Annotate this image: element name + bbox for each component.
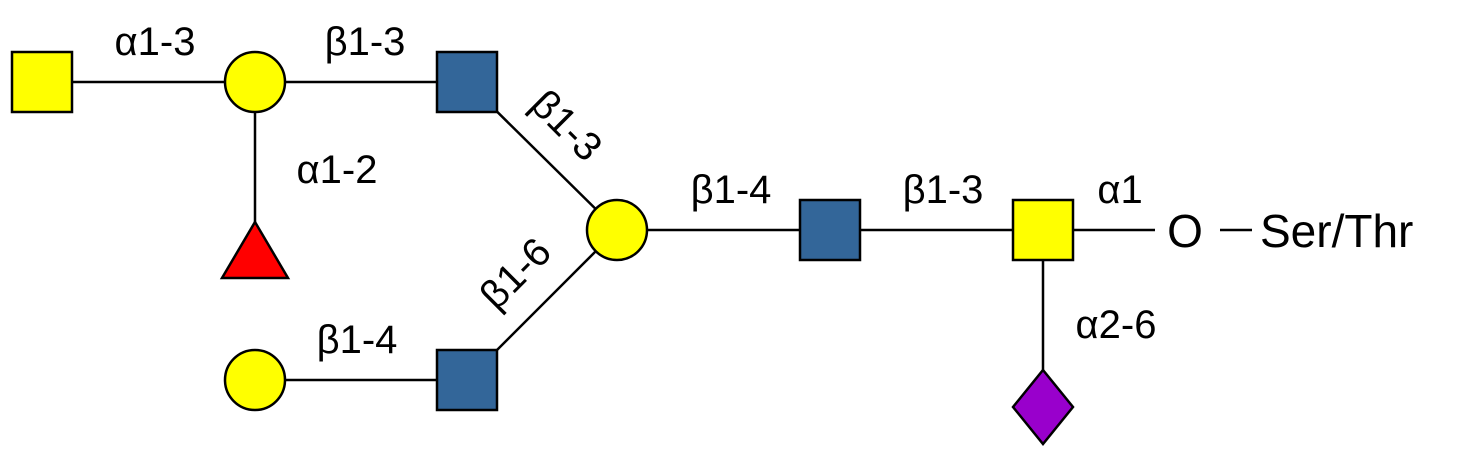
linkage-label-b13-diag: β1-3 <box>522 82 610 170</box>
linkage-label-b14-bottom: β1-4 <box>317 318 398 362</box>
galnac-terminal-square <box>10 50 74 114</box>
ser-thr-label: Ser/Thr <box>1260 205 1413 257</box>
linkage-label-a1: α1 <box>1097 168 1142 212</box>
glcnac-core-square <box>798 198 862 262</box>
gal-bottom-circle <box>223 348 287 412</box>
linkage-label-a12: α1-2 <box>297 148 378 192</box>
glcnac-top-square <box>435 50 499 114</box>
linkage-label-a13: α1-3 <box>115 20 196 64</box>
galnac-core-square <box>1011 198 1075 262</box>
linkage-label-b14-core: β1-4 <box>691 168 772 212</box>
sialic-acid-diamond <box>1011 368 1075 446</box>
linkage-label-b13-top: β1-3 <box>325 20 406 64</box>
gal-branch-circle <box>585 198 649 262</box>
linkage-label-a26: α2-6 <box>1076 303 1157 347</box>
fucose-triangle <box>219 219 291 280</box>
linkage-label-b13-core: β1-3 <box>903 168 984 212</box>
linkage-label-b16: β1-6 <box>472 230 560 318</box>
gal-top-circle <box>223 50 287 114</box>
oxygen-label: O <box>1167 205 1203 257</box>
glcnac-bottom-square <box>435 348 499 412</box>
